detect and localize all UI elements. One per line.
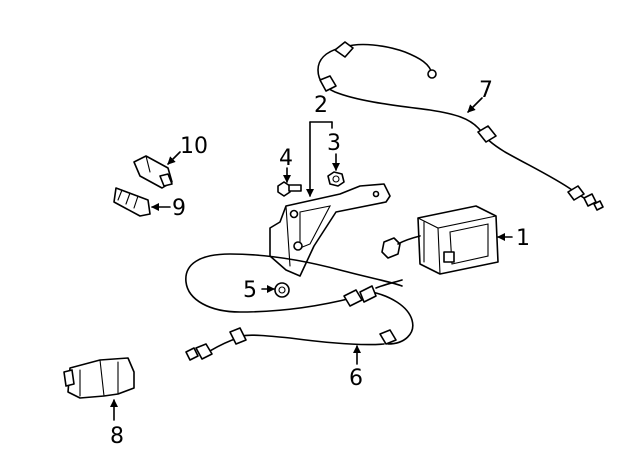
cable-part-6 xyxy=(185,253,414,361)
cable-part-7 xyxy=(317,41,604,211)
callout-8: 8 xyxy=(110,424,124,449)
clip-part-10 xyxy=(133,155,173,189)
callout-1: 1 xyxy=(516,226,530,251)
callout-4: 4 xyxy=(279,146,293,171)
grommet-part-5 xyxy=(274,282,290,298)
leader-lines xyxy=(110,97,513,421)
sensor-part-8 xyxy=(63,357,135,399)
callout-6: 6 xyxy=(349,366,363,391)
connector-part-9 xyxy=(113,187,151,217)
callout-9: 9 xyxy=(172,196,186,221)
control-module-part-1 xyxy=(381,205,499,275)
callout-7: 7 xyxy=(479,78,493,103)
bolt-part-4 xyxy=(277,181,302,197)
callout-3: 3 xyxy=(327,131,341,156)
callout-2: 2 xyxy=(314,93,328,118)
bracket-part-2 xyxy=(269,183,391,277)
callout-5: 5 xyxy=(243,278,257,303)
nut-part-3 xyxy=(327,171,345,187)
callout-10: 10 xyxy=(180,134,208,159)
